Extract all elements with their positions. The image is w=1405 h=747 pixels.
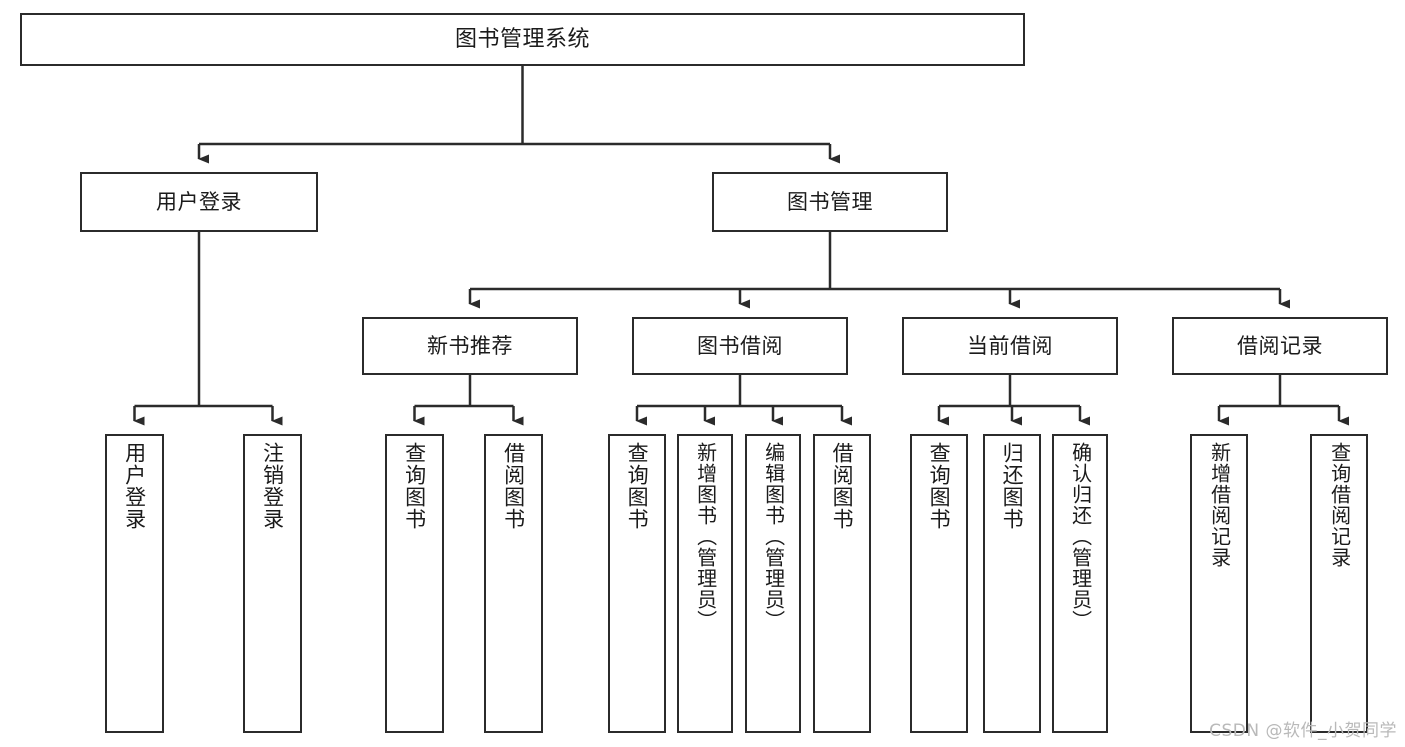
node-leaf-br-add[interactable]: 新增借阅记录 [1190, 434, 1248, 733]
node-label-leaf-bb-edit: 编辑图书（管理员） [761, 442, 786, 631]
node-label-book-manage: 图书管理 [787, 189, 873, 214]
node-book-borrow[interactable]: 图书借阅 [632, 317, 848, 375]
node-label-leaf-rec-query: 查询图书 [402, 442, 427, 530]
node-leaf-bb-edit[interactable]: 编辑图书（管理员） [745, 434, 801, 733]
node-leaf-br-query[interactable]: 查询借阅记录 [1310, 434, 1368, 733]
node-leaf-user-logout[interactable]: 注销登录 [243, 434, 302, 733]
node-label-leaf-cb-confirm: 确认归还（管理员） [1068, 442, 1093, 631]
node-new-book-rec[interactable]: 新书推荐 [362, 317, 578, 375]
node-label-borrow-record: 借阅记录 [1237, 333, 1323, 358]
node-leaf-cb-query[interactable]: 查询图书 [910, 434, 968, 733]
node-label-leaf-cb-query: 查询图书 [927, 442, 952, 530]
node-label-leaf-br-add: 新增借阅记录 [1207, 442, 1232, 568]
node-leaf-cb-confirm[interactable]: 确认归还（管理员） [1052, 434, 1108, 733]
node-label-leaf-bb-borrow: 借阅图书 [830, 442, 855, 530]
node-label-leaf-user-login: 用户登录 [122, 442, 147, 530]
node-root[interactable]: 图书管理系统 [20, 13, 1025, 66]
node-user-login[interactable]: 用户登录 [80, 172, 318, 232]
node-book-manage[interactable]: 图书管理 [712, 172, 948, 232]
node-leaf-rec-borrow[interactable]: 借阅图书 [484, 434, 543, 733]
node-leaf-bb-query[interactable]: 查询图书 [608, 434, 666, 733]
node-label-user-login: 用户登录 [156, 189, 242, 214]
node-leaf-cb-return[interactable]: 归还图书 [983, 434, 1041, 733]
node-borrow-record[interactable]: 借阅记录 [1172, 317, 1388, 375]
node-leaf-bb-borrow[interactable]: 借阅图书 [813, 434, 871, 733]
node-label-leaf-bb-query: 查询图书 [625, 442, 650, 530]
node-leaf-user-login[interactable]: 用户登录 [105, 434, 164, 733]
node-current-borrow[interactable]: 当前借阅 [902, 317, 1118, 375]
node-leaf-rec-query[interactable]: 查询图书 [385, 434, 444, 733]
node-label-root: 图书管理系统 [454, 26, 590, 52]
node-label-leaf-rec-borrow: 借阅图书 [501, 442, 526, 530]
node-label-leaf-br-query: 查询借阅记录 [1327, 442, 1352, 568]
node-label-leaf-cb-return: 归还图书 [1000, 442, 1025, 530]
node-label-new-book-rec: 新书推荐 [427, 333, 513, 358]
node-label-leaf-bb-add: 新增图书（管理员） [693, 442, 718, 631]
node-label-leaf-user-logout: 注销登录 [260, 442, 285, 530]
node-label-book-borrow: 图书借阅 [697, 333, 783, 358]
watermark: CSDN @软件_小贺同学 [1209, 721, 1397, 741]
node-label-current-borrow: 当前借阅 [967, 333, 1053, 358]
node-leaf-bb-add[interactable]: 新增图书（管理员） [677, 434, 733, 733]
